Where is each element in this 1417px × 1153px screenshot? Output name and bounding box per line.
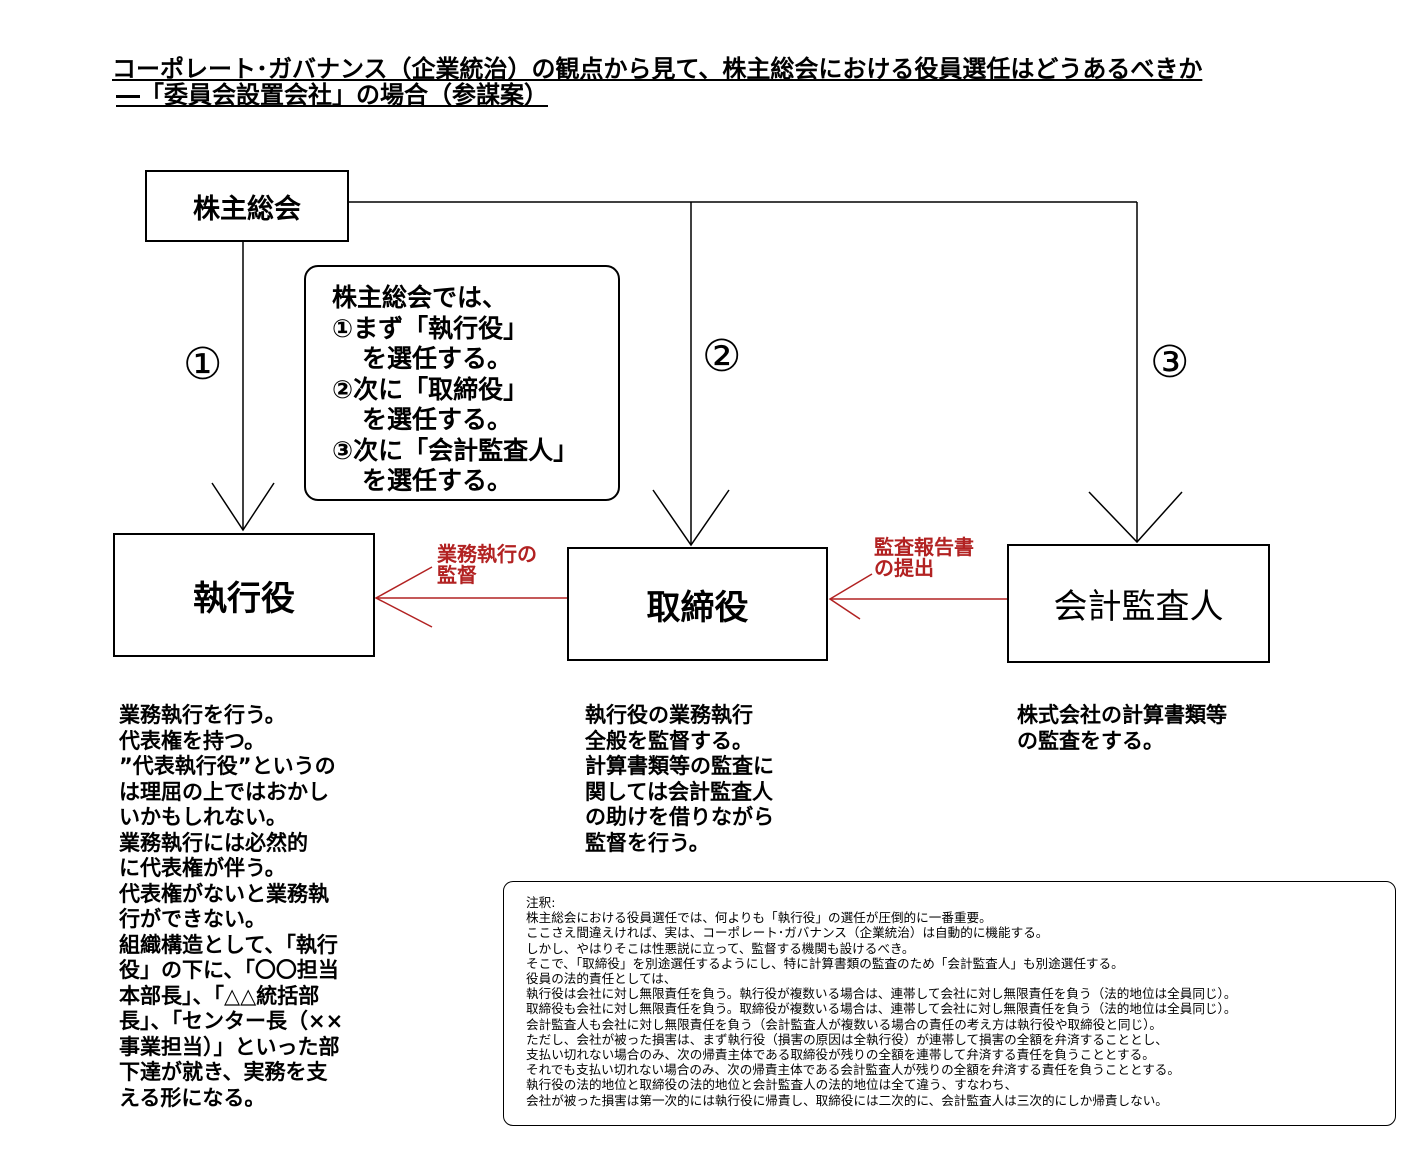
supervision-label-line: 監督 (437, 563, 477, 587)
description-line: 下達が就き、実務を支 (119, 1060, 328, 1084)
description-line: 監督を行う。 (585, 830, 710, 855)
description-line: 代表権を持つ。 (119, 728, 266, 753)
arrowhead-executive (211, 482, 275, 532)
footnote-line: 執行役は会社に対し無限責任を負う。執行役が複数いる場合は、連帯して会社に対し無限… (526, 986, 1237, 1002)
footnote-line: ここさえ間違えければ、実は、コーポレート･ガバナンス（企業統治）は自動的に機能す… (526, 925, 1049, 941)
note-line: を選任する。 (362, 344, 513, 373)
footnote-line: 会計監査人も会社に対し無限責任を負う（会計監査人が複数いる場合の責任の考え方は執… (526, 1016, 1162, 1032)
step-number-1: ① (183, 339, 223, 390)
footnote-box: 注釈: 株主総会における役員選任では、何よりも「執行役」の選任が圧倒的に一番重要… (503, 881, 1396, 1126)
description-line: 関しては会計監査人 (585, 779, 773, 804)
footnote-line: 注釈: (526, 895, 556, 910)
description-line: の助けを借りながら (585, 805, 774, 829)
arrowhead-auditor (1088, 491, 1183, 544)
description-line: 役」の下に、「〇〇担当 (119, 958, 339, 982)
description-line: は理屈の上ではおかし (119, 779, 329, 804)
footnote-line: 会社が被った損害は第一次的には執行役に帰責し、取締役には二次的に、会計監査人は三… (526, 1092, 1168, 1108)
directors-box: 取締役 (567, 547, 828, 661)
description-line: いかもしれない。 (119, 805, 287, 829)
note-line: 株主総会では、 (332, 283, 508, 312)
description-line: 本部長」、「△△統括部 (119, 983, 320, 1008)
description-line: の監査をする。 (1017, 728, 1164, 753)
footnote-line: 株主総会における役員選任では、何よりも「執行役」の選任が圧倒的に一番重要。 (526, 910, 992, 926)
page-subtitle: ―「委員会設置会社」の場合（参謀案） (116, 81, 548, 109)
footnote-line: しかし、やはりそこは性悪説に立って、監督する機関も設けるべき。 (526, 940, 915, 956)
selection-order-note: 株主総会では、 ①まず「執行役」 を選任する。 ②次に「取締役」 を選任する。 … (304, 265, 620, 501)
step-number-3: ③ (1150, 337, 1190, 388)
description-line: 株式会社の計算書類等 (1017, 703, 1227, 727)
description-line: 執行役の業務執行 (585, 703, 753, 727)
arrowhead-directors (652, 489, 730, 547)
description-line: 代表権がないと業務執 (119, 881, 329, 906)
footnote-line: 支払い切れない場合のみ、次の帰責主体である取締役が残りの全額を連帯して弁済する責… (526, 1047, 1155, 1063)
description-line: 事業担当）」といった部 (119, 1034, 340, 1059)
auditor-description: 株式会社の計算書類等 の監査をする。 (1017, 703, 1227, 754)
footnote-line: それでも支払い切れない場合のみ、次の帰責主体である会計監査人が残りの全額を弁済す… (526, 1062, 1180, 1078)
audit-report-label-line: の提出 (874, 556, 934, 580)
executive-officer-box: 執行役 (113, 533, 375, 657)
footnote-line: そこで、「取締役」を別途選任するようにし、特に計算書類の監査のため「会計監査人」… (526, 955, 1124, 971)
description-line: 業務執行を行う。 (119, 703, 286, 727)
note-line: ①まず「執行役」 (332, 313, 529, 343)
description-line: に代表権が伴う。 (119, 856, 286, 880)
description-line: 全般を監督する。 (585, 728, 753, 753)
description-line: 長」、「センター長（×× (119, 1009, 344, 1033)
description-line: 業務執行には必然的 (119, 830, 308, 855)
note-line: ②次に「取締役」 (332, 374, 529, 404)
supervision-label: 業務執行の 監督 (437, 544, 537, 586)
arrowhead-supervision (374, 566, 433, 628)
arrowhead-audit-report (828, 573, 873, 620)
supervision-label-line: 業務執行の (437, 542, 537, 566)
audit-report-label: 監査報告書 の提出 (874, 537, 974, 579)
executive-description: 業務執行を行う。 代表権を持つ。 ”代表執行役”というの は理屈の上ではおかし … (119, 703, 343, 1111)
footnote-line: 役員の法的責任としては、 (526, 971, 677, 987)
note-line: を選任する。 (362, 466, 513, 495)
footnote-line: ただし、会社が被った損害は、まず執行役（損害の原因は全執行役）が連帯して損害の全… (526, 1031, 1168, 1047)
note-line: を選任する。 (362, 405, 513, 434)
directors-description: 執行役の業務執行 全般を監督する。 計算書類等の監査に 関しては会計監査人 の助… (585, 703, 774, 856)
description-line: 行ができない。 (119, 907, 266, 931)
accounting-auditor-box: 会計監査人 (1007, 544, 1270, 663)
description-line: 組織構造として、「執行 (119, 932, 338, 957)
description-line: ”代表執行役”というの (119, 754, 336, 778)
footnote-line: 取締役も会社に対し無限責任を負う。取締役が複数いる場合は、連帯して会社に対し無限… (526, 1001, 1237, 1017)
description-line: 計算書類等の監査に (585, 754, 774, 778)
note-line: ③次に「会計監査人」 (332, 435, 579, 465)
shareholders-meeting-box: 株主総会 (145, 170, 349, 242)
footnote-line: 執行役の法的地位と取締役の法的地位と会計監査人の法的地位は全て違う、すなわち、 (526, 1077, 1018, 1093)
page-title: コーポレート･ガバナンス（企業統治）の観点から見て、株主総会における役員選任はど… (112, 55, 1203, 83)
step-number-2: ② (702, 331, 742, 382)
description-line: える形になる。 (119, 1085, 266, 1110)
audit-report-label-line: 監査報告書 (874, 535, 974, 559)
